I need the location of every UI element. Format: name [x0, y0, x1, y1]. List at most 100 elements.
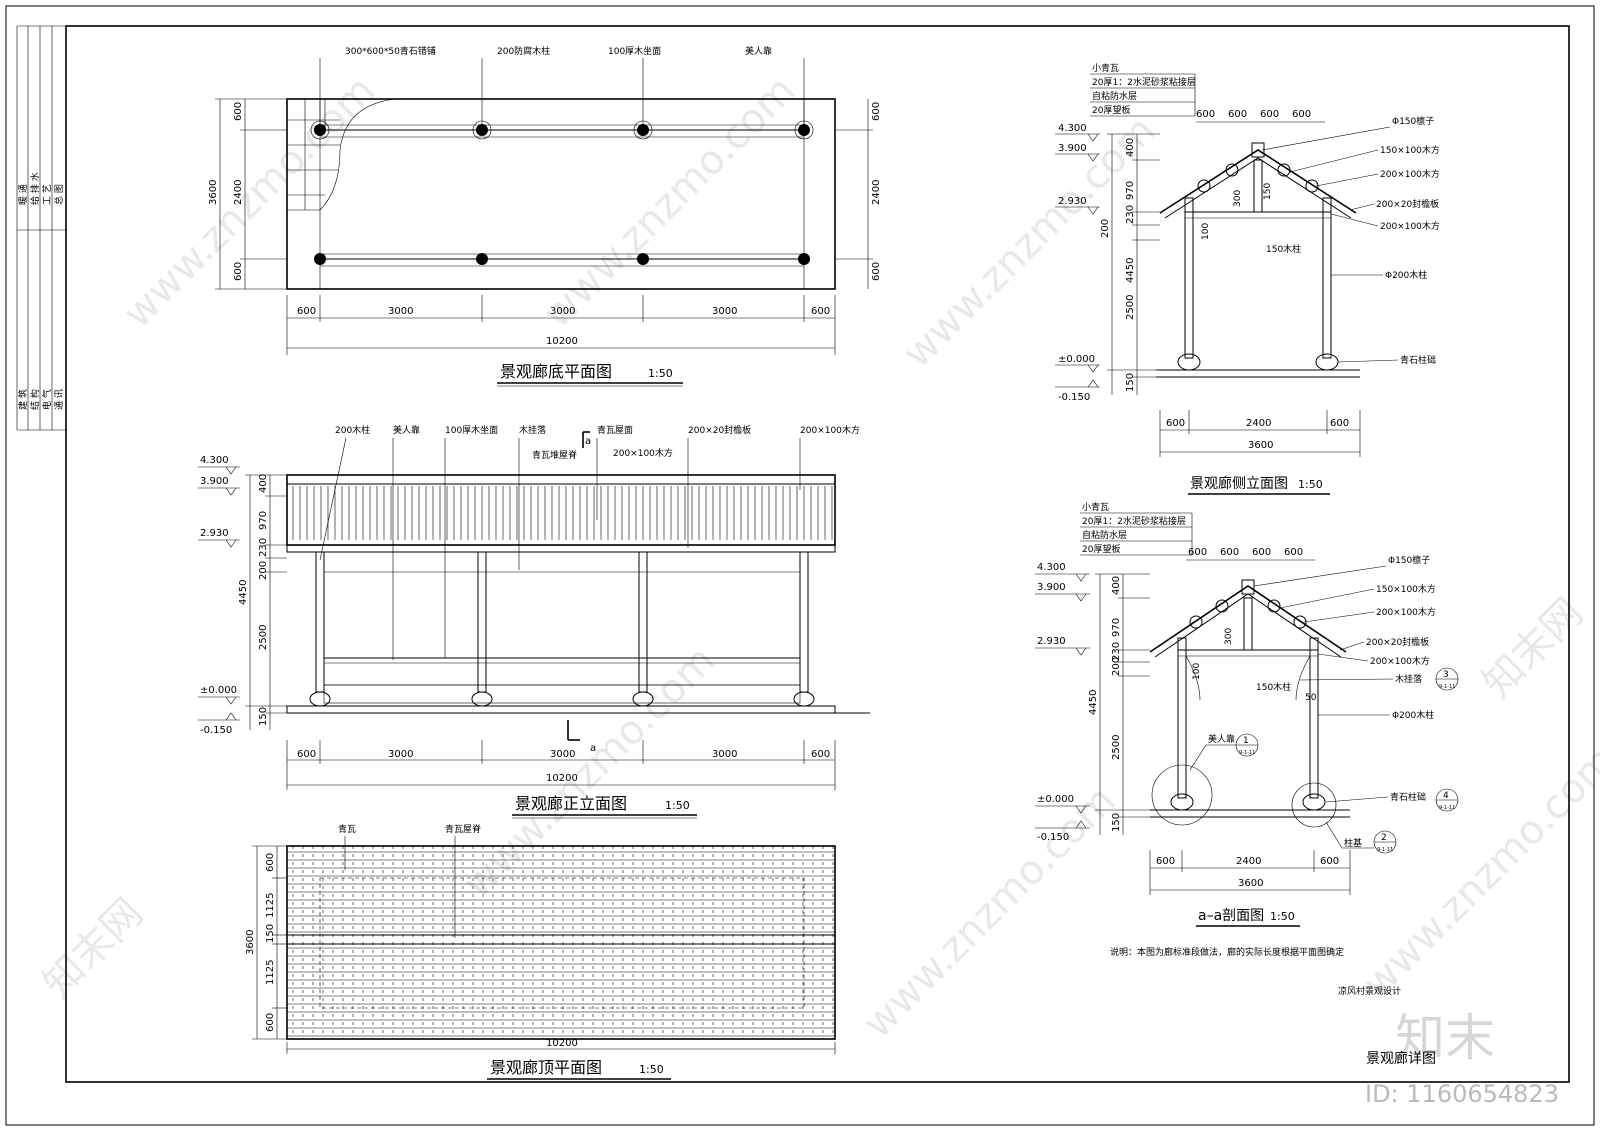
- side-dim: 400: [1125, 138, 1136, 157]
- section-title: a–a剖面图: [1198, 908, 1264, 924]
- detail-circle: [1151, 764, 1213, 826]
- column: [1322, 197, 1332, 359]
- section-dim: 200: [1111, 657, 1122, 676]
- col-label: 150木柱: [1266, 243, 1301, 255]
- watermark-url: www.znzmo.com: [1355, 737, 1600, 1007]
- section-dim: 230: [1111, 642, 1122, 661]
- material-note: 20厚1：2水泥砂浆粘接层: [1082, 515, 1186, 527]
- detail-circle: [1291, 782, 1337, 828]
- level: 3.900: [1058, 143, 1087, 154]
- inner-dim: 300: [1233, 190, 1243, 207]
- section-dim: 600: [1156, 856, 1175, 867]
- table-row: 电 气: [41, 389, 53, 410]
- brand-watermark: 知末: [1395, 1009, 1495, 1067]
- front-callout: 美人靠: [393, 424, 420, 436]
- section-callout: 150×100木方: [1376, 583, 1436, 595]
- side-dim: 600: [1330, 418, 1349, 429]
- side-callout: 200×20封檐板: [1376, 198, 1439, 210]
- detail-num: 4: [1443, 791, 1449, 801]
- side-dim: 230: [1125, 205, 1136, 224]
- column: [476, 253, 488, 265]
- side-callout: Φ150檩子: [1392, 115, 1434, 127]
- plan-scale: 1:50: [648, 367, 673, 380]
- front-callout: 200×100木方: [613, 447, 673, 459]
- roof-tiles: [286, 474, 836, 546]
- material-note: 小青瓦: [1092, 62, 1119, 74]
- column: [314, 253, 326, 265]
- small-dim: 50: [1305, 693, 1317, 703]
- material-note: 20厚望板: [1092, 104, 1130, 116]
- plan-dim: 600: [871, 102, 882, 121]
- front-callout: 青瓦屋面: [597, 424, 633, 436]
- inner-dim: 300: [1224, 628, 1234, 645]
- plan-callout: 美人靠: [745, 45, 772, 57]
- section-total: 3600: [1238, 878, 1263, 889]
- section-callout: Φ200木柱: [1392, 709, 1434, 721]
- front-callout: 200×100木方: [800, 424, 860, 436]
- detail-num: 3: [1443, 670, 1449, 680]
- level: ±0.000: [1058, 354, 1095, 365]
- section-dim: 150: [1111, 813, 1122, 832]
- side-dim: 600: [1260, 109, 1279, 120]
- roof-scale: 1:50: [639, 1063, 664, 1076]
- table-row: 总 图: [53, 184, 65, 205]
- side-elevation: 300 150 100 150木柱 小青瓦 20厚1：2水泥砂浆粘接层 自粘防水…: [1055, 62, 1440, 495]
- level: ±0.000: [200, 685, 237, 696]
- level: 2.930: [200, 528, 229, 539]
- front-dim: 200: [258, 561, 269, 580]
- column: [1309, 637, 1319, 799]
- roof-dim: 600: [265, 853, 276, 872]
- plan-title: 景观廊底平面图: [500, 362, 612, 381]
- front-dim: 600: [811, 749, 830, 760]
- roof-plan: 青瓦 青瓦屋脊 600 1125 150 1125 600 3600 10200…: [245, 823, 836, 1080]
- roof-total: 10200: [546, 1038, 578, 1049]
- watermark-logo: 知末网: [35, 890, 152, 1007]
- side-dim: 600: [1196, 109, 1215, 120]
- roof-dim: 600: [265, 1013, 276, 1032]
- platform: [286, 705, 836, 714]
- section-callout: 200×100木方: [1370, 655, 1430, 667]
- plan-dim: 600: [297, 306, 316, 317]
- section-dim: 400: [1111, 576, 1122, 595]
- roof-title: 景观廊顶平面图: [490, 1058, 602, 1077]
- plan-dim: 3600: [208, 180, 219, 205]
- front-title: 景观廊正立面图: [515, 794, 627, 813]
- level: 3.900: [1037, 582, 1066, 593]
- side-dim: 2500: [1125, 295, 1136, 320]
- watermark-url: www.znzmo.com: [455, 637, 725, 907]
- detail-ref: 9-1-11: [1377, 847, 1393, 853]
- outer-border: [5, 5, 1595, 1126]
- roof-slope: [1159, 149, 1357, 214]
- left-callout: 美人靠: [1208, 733, 1235, 745]
- front-dim: 4450: [238, 580, 249, 605]
- section-dim: 600: [1188, 547, 1207, 558]
- front-dim: 970: [258, 511, 269, 530]
- column-bases: [309, 691, 815, 707]
- roof-tile-grid: [287, 846, 835, 1039]
- plan-dim: 3000: [550, 306, 575, 317]
- side-dim: 4450: [1125, 258, 1136, 283]
- left-callout: 柱基: [1344, 837, 1362, 849]
- level: 4.300: [1037, 562, 1066, 573]
- level: 2.930: [1037, 636, 1066, 647]
- plan-total: 10200: [546, 336, 578, 347]
- level: 4.300: [200, 455, 229, 466]
- inner-dim: 100: [1201, 223, 1211, 240]
- bench-lattice: [323, 684, 801, 704]
- section-aa: 300 100 150木柱 50 小青瓦 20厚1：2水泥砂浆粘接层 自粘防水层…: [1035, 501, 1459, 927]
- watermark-url: www.znzmo.com: [895, 107, 1165, 377]
- front-callout: 200×20封檐板: [688, 424, 751, 436]
- stone-paving-area: [286, 98, 396, 211]
- col-label: 150木柱: [1256, 681, 1291, 693]
- material-note: 20厚望板: [1082, 543, 1120, 555]
- material-note: 小青瓦: [1082, 501, 1109, 513]
- section-scale: 1:50: [1270, 910, 1295, 923]
- plan-dim: 600: [871, 262, 882, 281]
- inner-frame: [65, 25, 1570, 1083]
- section-dim: 600: [1252, 547, 1271, 558]
- material-note: 自粘防水层: [1092, 90, 1137, 102]
- front-callout: 青瓦堆屋脊: [532, 449, 577, 461]
- plan-dim: 600: [233, 262, 244, 281]
- section-dim: 2500: [1111, 735, 1122, 760]
- front-dim: 400: [258, 474, 269, 493]
